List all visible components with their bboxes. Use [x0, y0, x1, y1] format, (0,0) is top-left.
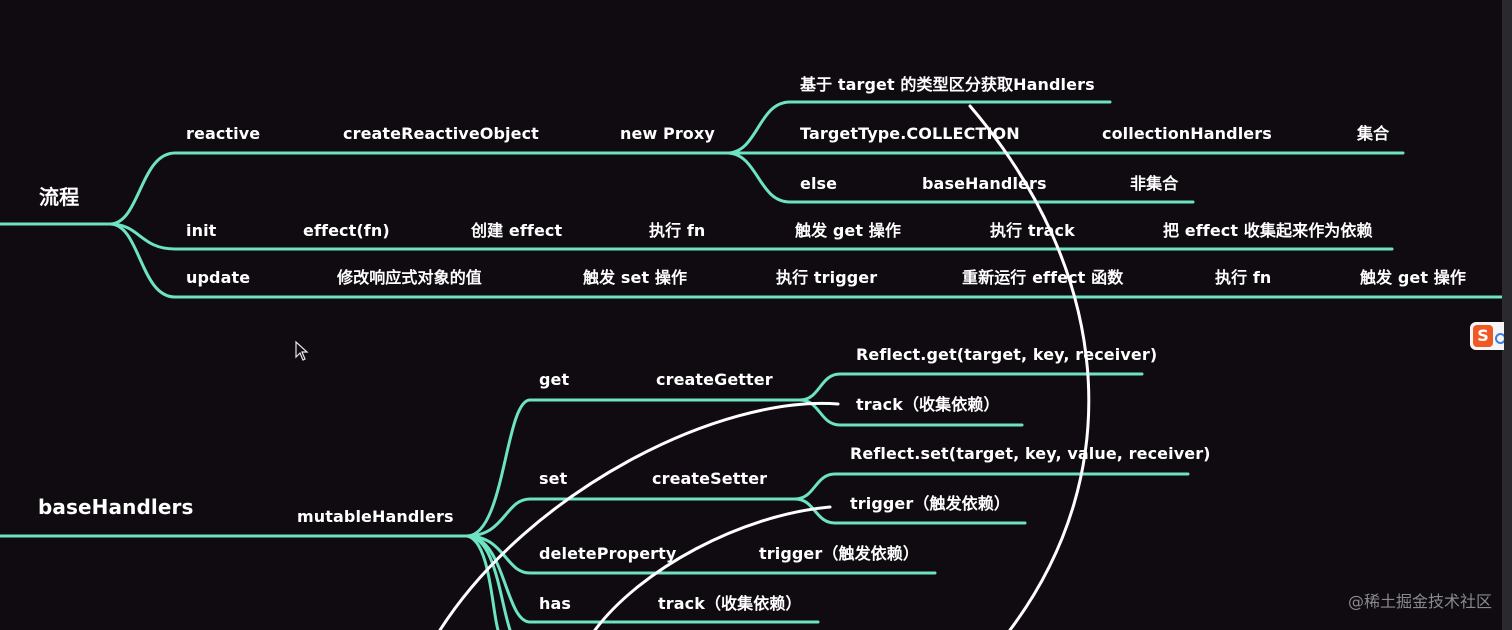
- collection-note: 集合: [1357, 124, 1390, 143]
- edge-handlers-head: [725, 100, 1112, 155]
- init-step: 执行 track: [990, 221, 1075, 240]
- edge-reflect-get: [798, 372, 1144, 402]
- update-label: update: [186, 268, 251, 287]
- mutable-handlers-label: mutableHandlers: [297, 507, 454, 526]
- track-get-label: track（收集依赖）: [856, 395, 1000, 414]
- non-collection-note: 非集合: [1130, 174, 1179, 193]
- deleteproperty-label: deleteProperty: [539, 544, 677, 563]
- reactive-label: reactive: [186, 124, 261, 143]
- update-step: 重新运行 effect 函数: [962, 268, 1124, 287]
- reflect-set-label: Reflect.set(target, key, value, receiver…: [850, 444, 1211, 463]
- reactive-step: new Proxy: [620, 124, 715, 143]
- annotation-arrow-1: [968, 104, 1091, 630]
- handlers-head-label: 基于 target 的类型区分获取Handlers: [800, 75, 1095, 94]
- reactive-step: createReactiveObject: [343, 124, 539, 143]
- has-track-label: track（收集依赖）: [658, 594, 802, 613]
- update-step: 触发 get 操作: [1360, 268, 1466, 287]
- edge-update: [108, 222, 1504, 299]
- annotation-arrow-3: [593, 505, 832, 630]
- get-label: get: [539, 370, 570, 389]
- edge-extra-1: [465, 534, 512, 630]
- edge-extra-2: [465, 534, 500, 630]
- init-step: 触发 get 操作: [795, 221, 901, 240]
- set-label: set: [539, 469, 568, 488]
- create-setter-label: createSetter: [652, 469, 768, 488]
- base-handlers-label: baseHandlers: [922, 174, 1047, 193]
- edge-reflect-set: [793, 472, 1190, 501]
- create-getter-label: createGetter: [656, 370, 773, 389]
- edge-reactive: [108, 151, 729, 226]
- init-step: 执行 fn: [649, 221, 706, 240]
- window-edge: [1502, 0, 1512, 630]
- ime-s-glyph: S: [1473, 325, 1493, 347]
- watermark: @稀土掘金技术社区: [1347, 592, 1492, 611]
- update-step: 修改响应式对象的值: [337, 268, 482, 287]
- annotation-arrow-2: [438, 401, 840, 630]
- update-step: 执行 trigger: [776, 268, 878, 287]
- edge-track-get: [798, 398, 1024, 427]
- trigger-set-label: trigger（触发依赖）: [850, 494, 1010, 513]
- ime-status-icon: [1495, 333, 1504, 344]
- flow-root-label: 流程: [39, 185, 80, 209]
- edge-trigger-set: [793, 497, 1027, 525]
- collection-handlers-label: collectionHandlers: [1102, 124, 1272, 143]
- edge-set: [465, 497, 797, 538]
- update-step: 触发 set 操作: [583, 268, 688, 287]
- deleteproperty-trigger-label: trigger（触发依赖）: [759, 544, 919, 563]
- init-step: 把 effect 收集起来作为依赖: [1163, 221, 1373, 240]
- reflect-get-label: Reflect.get(target, key, receiver): [856, 345, 1158, 364]
- edge-else: [725, 151, 1195, 204]
- edge-get: [465, 398, 802, 538]
- has-label: has: [539, 594, 572, 613]
- sogou-ime-icon[interactable]: S: [1470, 322, 1504, 350]
- mouse-cursor-icon: [295, 340, 309, 361]
- init-step: effect(fn): [303, 221, 390, 240]
- else-label: else: [800, 174, 838, 193]
- init-step: 创建 effect: [471, 221, 563, 240]
- basehandlers-root-label: baseHandlers: [38, 495, 194, 519]
- collection-type-label: TargetType.COLLECTION: [800, 124, 1020, 143]
- init-label: init: [186, 221, 217, 240]
- update-step: 执行 fn: [1215, 268, 1272, 287]
